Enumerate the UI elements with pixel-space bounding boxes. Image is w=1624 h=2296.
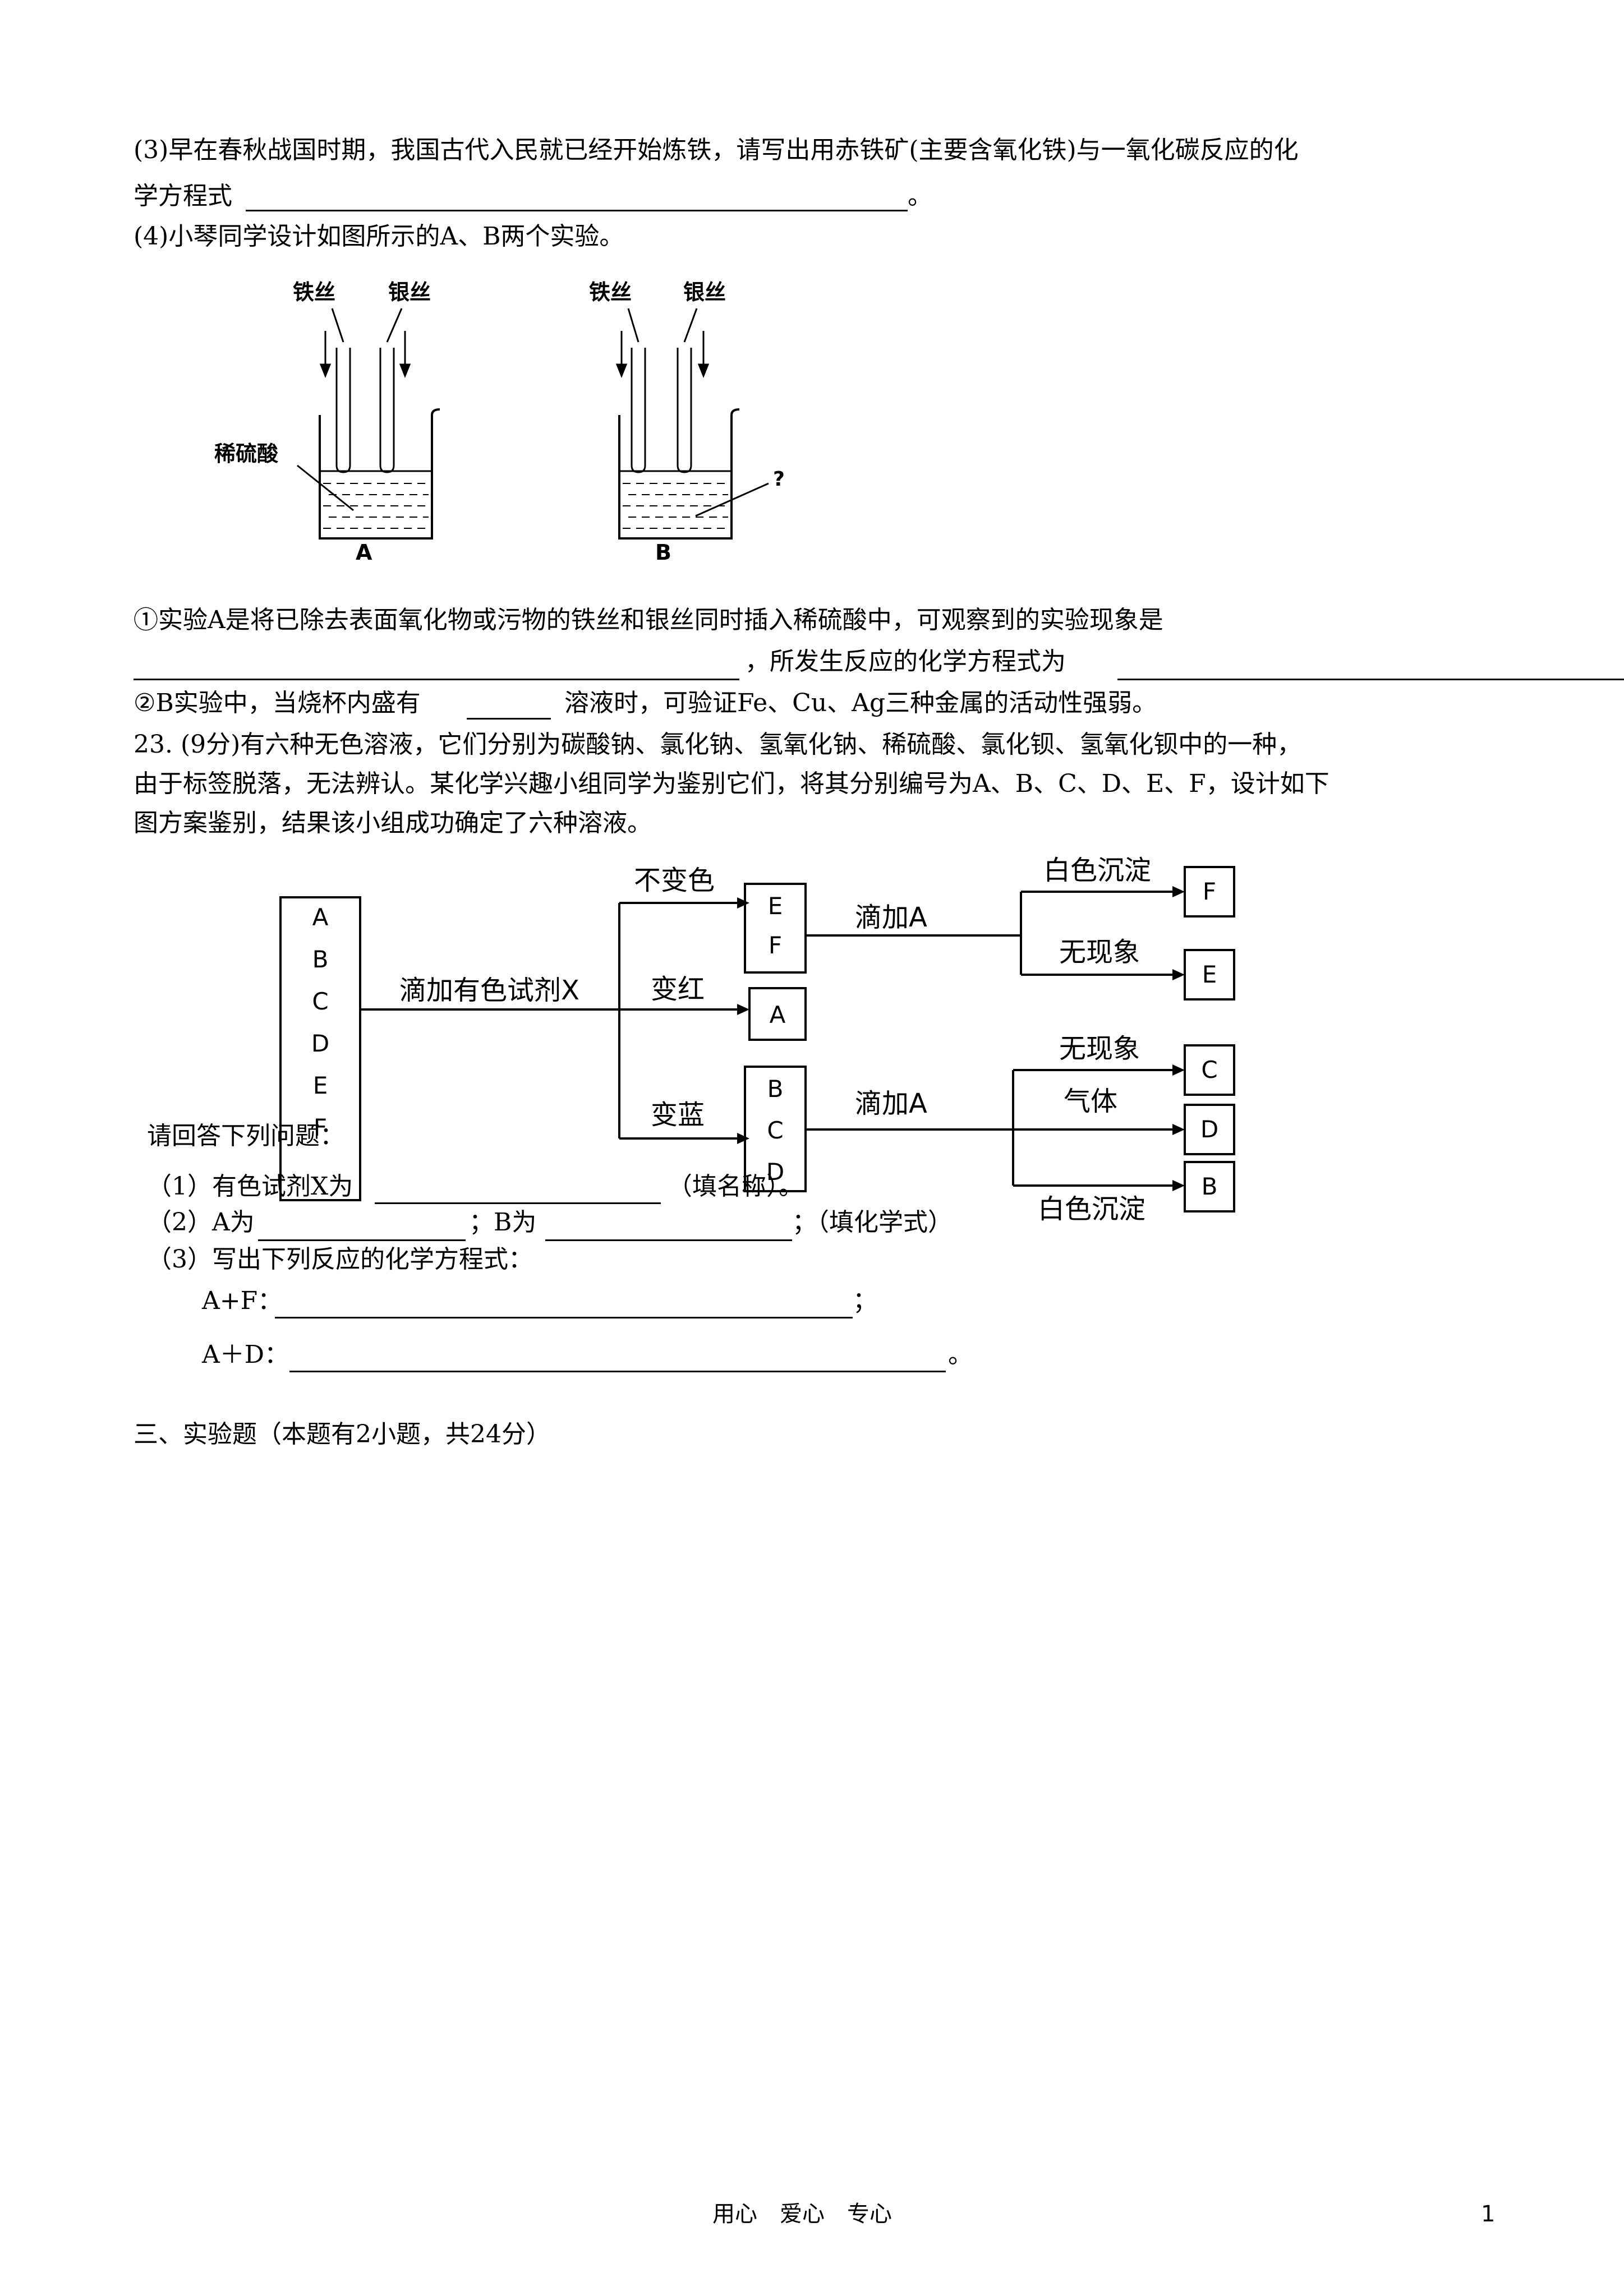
answer-blank-reagent-x[interactable] [375, 1202, 661, 1204]
flow-result-b: B [1202, 1173, 1218, 1200]
q22-part3-line2-end: 。 [908, 182, 932, 210]
footer-motto: 用心 爱心 专心 [712, 2201, 892, 2227]
flow-start-e: E [313, 1072, 328, 1099]
flow-start-b: B [312, 946, 329, 973]
q22-part3-line1: (3)早在春秋战国时期，我国古代入民就已经开始炼铁，请写出用赤铁矿(主要含氧化铁… [134, 136, 1299, 164]
fig-a-silver-wire-label: 银丝 [388, 280, 431, 305]
flow-bcd-c: C [767, 1117, 783, 1144]
identification-flowchart: A B C D E F E F A B C D F E C D B 滴加有色试剂… [279, 855, 1235, 1225]
beaker-experiment-figure: 铁丝 银丝 铁丝 银丝 稀硫酸 A B ? [214, 280, 785, 565]
q23-q2-mid: ；B为 [469, 1208, 537, 1237]
flow-result-c: C [1201, 1056, 1217, 1084]
answer-blank-b-formula[interactable] [545, 1239, 792, 1241]
fig-a-iron-wire-label: 铁丝 [293, 280, 335, 305]
flow-a-box [748, 987, 807, 1041]
answer-blank-phenomenon[interactable] [134, 679, 739, 680]
q23-prompt: 请回答下列问题： [147, 1122, 344, 1150]
q22-part4-intro: (4)小琴同学设计如图所示的A、B两个实验。 [134, 222, 624, 251]
q23-line1: 23. (9分)有六种无色溶液，它们分别为碳酸钠、氯化钠、氢氧化钠、稀硫酸、氯化… [134, 730, 1302, 759]
answer-blank-a-formula[interactable] [258, 1239, 466, 1241]
section3-heading: 三、实验题（本题有2小题，共24分） [134, 1420, 551, 1449]
flow-no-phenomenon-bottom-label: 无现象 [1059, 1033, 1140, 1064]
fig-question-mark: ? [773, 468, 785, 491]
q23-q1-suffix: （填名称）。 [668, 1172, 803, 1201]
flow-add-x-label: 滴加有色试剂X [399, 975, 579, 1006]
q22-sub2-b: 溶液时，可验证Fe、Cu、Ag三种金属的活动性强弱。 [564, 689, 1157, 717]
flow-result-e: E [1202, 961, 1217, 988]
flow-bcd-d: D [766, 1158, 784, 1186]
fig-dilute-acid-label: 稀硫酸 [214, 441, 279, 466]
q22-sub2-a: ②B实验中，当烧杯内盛有 [134, 689, 421, 717]
flow-white-ppt-bottom-label: 白色沉淀 [1038, 1193, 1145, 1225]
flow-red-label: 变红 [651, 974, 705, 1005]
q23-q2-suffix: ；（填化学式） [792, 1208, 953, 1237]
flow-blue-label: 变蓝 [651, 1099, 705, 1131]
flow-no-change-label: 不变色 [634, 865, 715, 896]
flow-add-a-top-label: 滴加A [855, 902, 927, 933]
flow-result-b-box [1184, 1161, 1235, 1212]
q23-ad-label: A＋D： [202, 1340, 289, 1369]
flow-ef-f: F [769, 932, 782, 959]
flow-start-box [279, 896, 361, 1201]
flow-bcd-b: B [767, 1075, 784, 1103]
q23-line2: 由于标签脱落，无法辨认。某化学兴趣小组同学为鉴别它们，将其分别编号为A、B、C、… [134, 769, 1329, 798]
flow-a-label: A [770, 1001, 786, 1029]
q23-line3: 图方案鉴别，结果该小组成功确定了六种溶液。 [134, 809, 652, 837]
answer-blank-solution[interactable] [467, 718, 551, 720]
answer-blank-reaction[interactable] [1117, 679, 1624, 680]
q23-af-end: ； [853, 1287, 877, 1315]
fig-b-iron-wire-label: 铁丝 [589, 280, 632, 305]
flow-add-a-bottom-label: 滴加A [855, 1088, 927, 1119]
flow-result-f: F [1203, 878, 1216, 905]
q23-af-label: A+F： [202, 1287, 283, 1315]
fig-beaker-a-label: A [356, 540, 372, 565]
flow-ef-box [744, 883, 807, 974]
fig-b-silver-wire-label: 银丝 [683, 280, 726, 305]
answer-blank-a-plus-d[interactable] [289, 1371, 946, 1372]
q23-ad-end: 。 [948, 1340, 973, 1369]
q23-q3: （3）写出下列反应的化学方程式： [147, 1245, 533, 1274]
q22-sub1-line2-mid: ，所发生反应的化学方程式为 [745, 647, 1066, 676]
q23-q2-prefix: （2）A为 [147, 1208, 255, 1237]
flow-start-a: A [312, 903, 329, 931]
flow-ef-e: E [768, 892, 783, 920]
q23-q1-prefix: （1）有色试剂X为 [147, 1172, 353, 1201]
flow-no-phenomenon-top-label: 无现象 [1059, 937, 1140, 968]
answer-blank-equation[interactable] [246, 210, 908, 211]
footer-page-number: 1 [1481, 2201, 1496, 2227]
q22-part3-line2-prefix: 学方程式 [134, 182, 232, 210]
q22-sub1-line1: ①实验A是将已除去表面氧化物或污物的铁丝和银丝同时插入稀硫酸中，可观察到的实验现… [134, 606, 1163, 634]
fig-beaker-b-label: B [655, 540, 671, 565]
answer-blank-a-plus-f[interactable] [275, 1317, 853, 1318]
flow-start-f: F [314, 1114, 327, 1141]
flow-start-c: C [312, 988, 328, 1015]
flow-result-d: D [1200, 1115, 1218, 1143]
flow-gas-label: 气体 [1064, 1086, 1117, 1117]
flow-white-ppt-top-label: 白色沉淀 [1043, 855, 1151, 886]
flow-start-d: D [311, 1030, 329, 1057]
